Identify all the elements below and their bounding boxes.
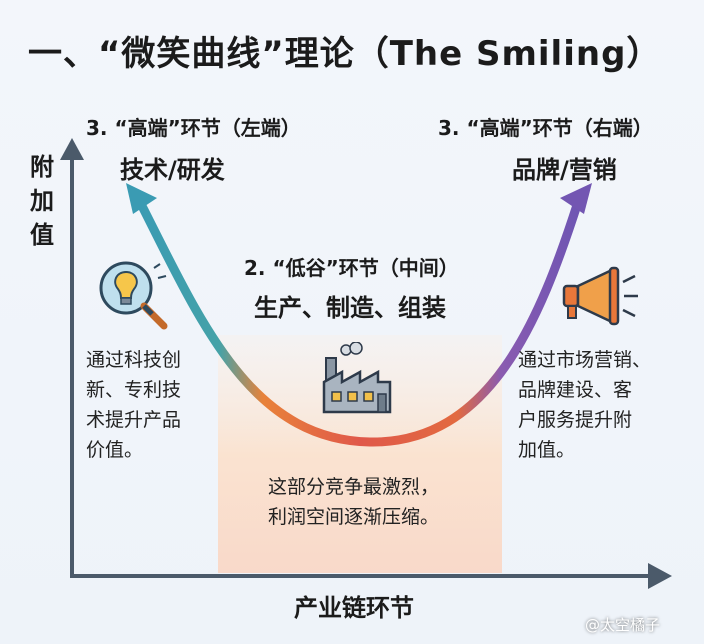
right-curve-arrowhead (560, 183, 592, 214)
left-end-description: 通过科技创 新、专利技 术提升产品 价值。 (86, 345, 181, 465)
middle-heading: 2. “低谷”环节（中间） (244, 256, 459, 280)
middle-desc-line: 利润空间逐渐压缩。 (268, 506, 440, 528)
middle-desc-line: 这部分竞争最激烈， (268, 476, 440, 498)
right-end-subheading: 品牌/营销 (512, 156, 617, 184)
left-end-heading: 3. “高端”环节（左端） (86, 116, 301, 140)
middle-subheading: 生产、制造、组装 (254, 294, 446, 322)
lightbulb-magnifier-icon (96, 258, 176, 342)
watermark: @太空橘子 (585, 616, 661, 634)
smile-curve (135, 197, 583, 447)
right-end-description: 通过市场营销、 品牌建设、客 户服务提升附 加值。 (518, 345, 651, 465)
left-end-subheading: 技术/研发 (120, 156, 225, 184)
right-end-heading: 3. “高端”环节（右端） (438, 116, 653, 140)
x-axis-arrow (648, 563, 672, 589)
right-desc-line: 加值。 (518, 439, 576, 461)
megaphone-icon (560, 266, 642, 332)
left-desc-line: 价值。 (86, 439, 144, 461)
right-desc-line: 品牌建设、客 (518, 379, 633, 401)
y-axis-arrow (60, 138, 84, 160)
factory-icon (320, 341, 394, 418)
page-title: 一、“微笑曲线”理论（The Smiling） (28, 34, 662, 74)
right-desc-line: 通过市场营销、 (518, 349, 652, 371)
left-curve-arrowhead (126, 183, 157, 214)
left-desc-line: 术提升产品 (86, 409, 182, 431)
right-desc-line: 户服务提升附 (518, 409, 633, 431)
y-axis-label: 附加值 (30, 153, 54, 249)
middle-description: 这部分竞争最激烈， 利润空间逐渐压缩。 (268, 472, 439, 532)
left-desc-line: 新、专利技 (86, 379, 182, 401)
x-axis-label: 产业链环节 (294, 594, 414, 622)
left-desc-line: 通过科技创 (86, 349, 182, 371)
